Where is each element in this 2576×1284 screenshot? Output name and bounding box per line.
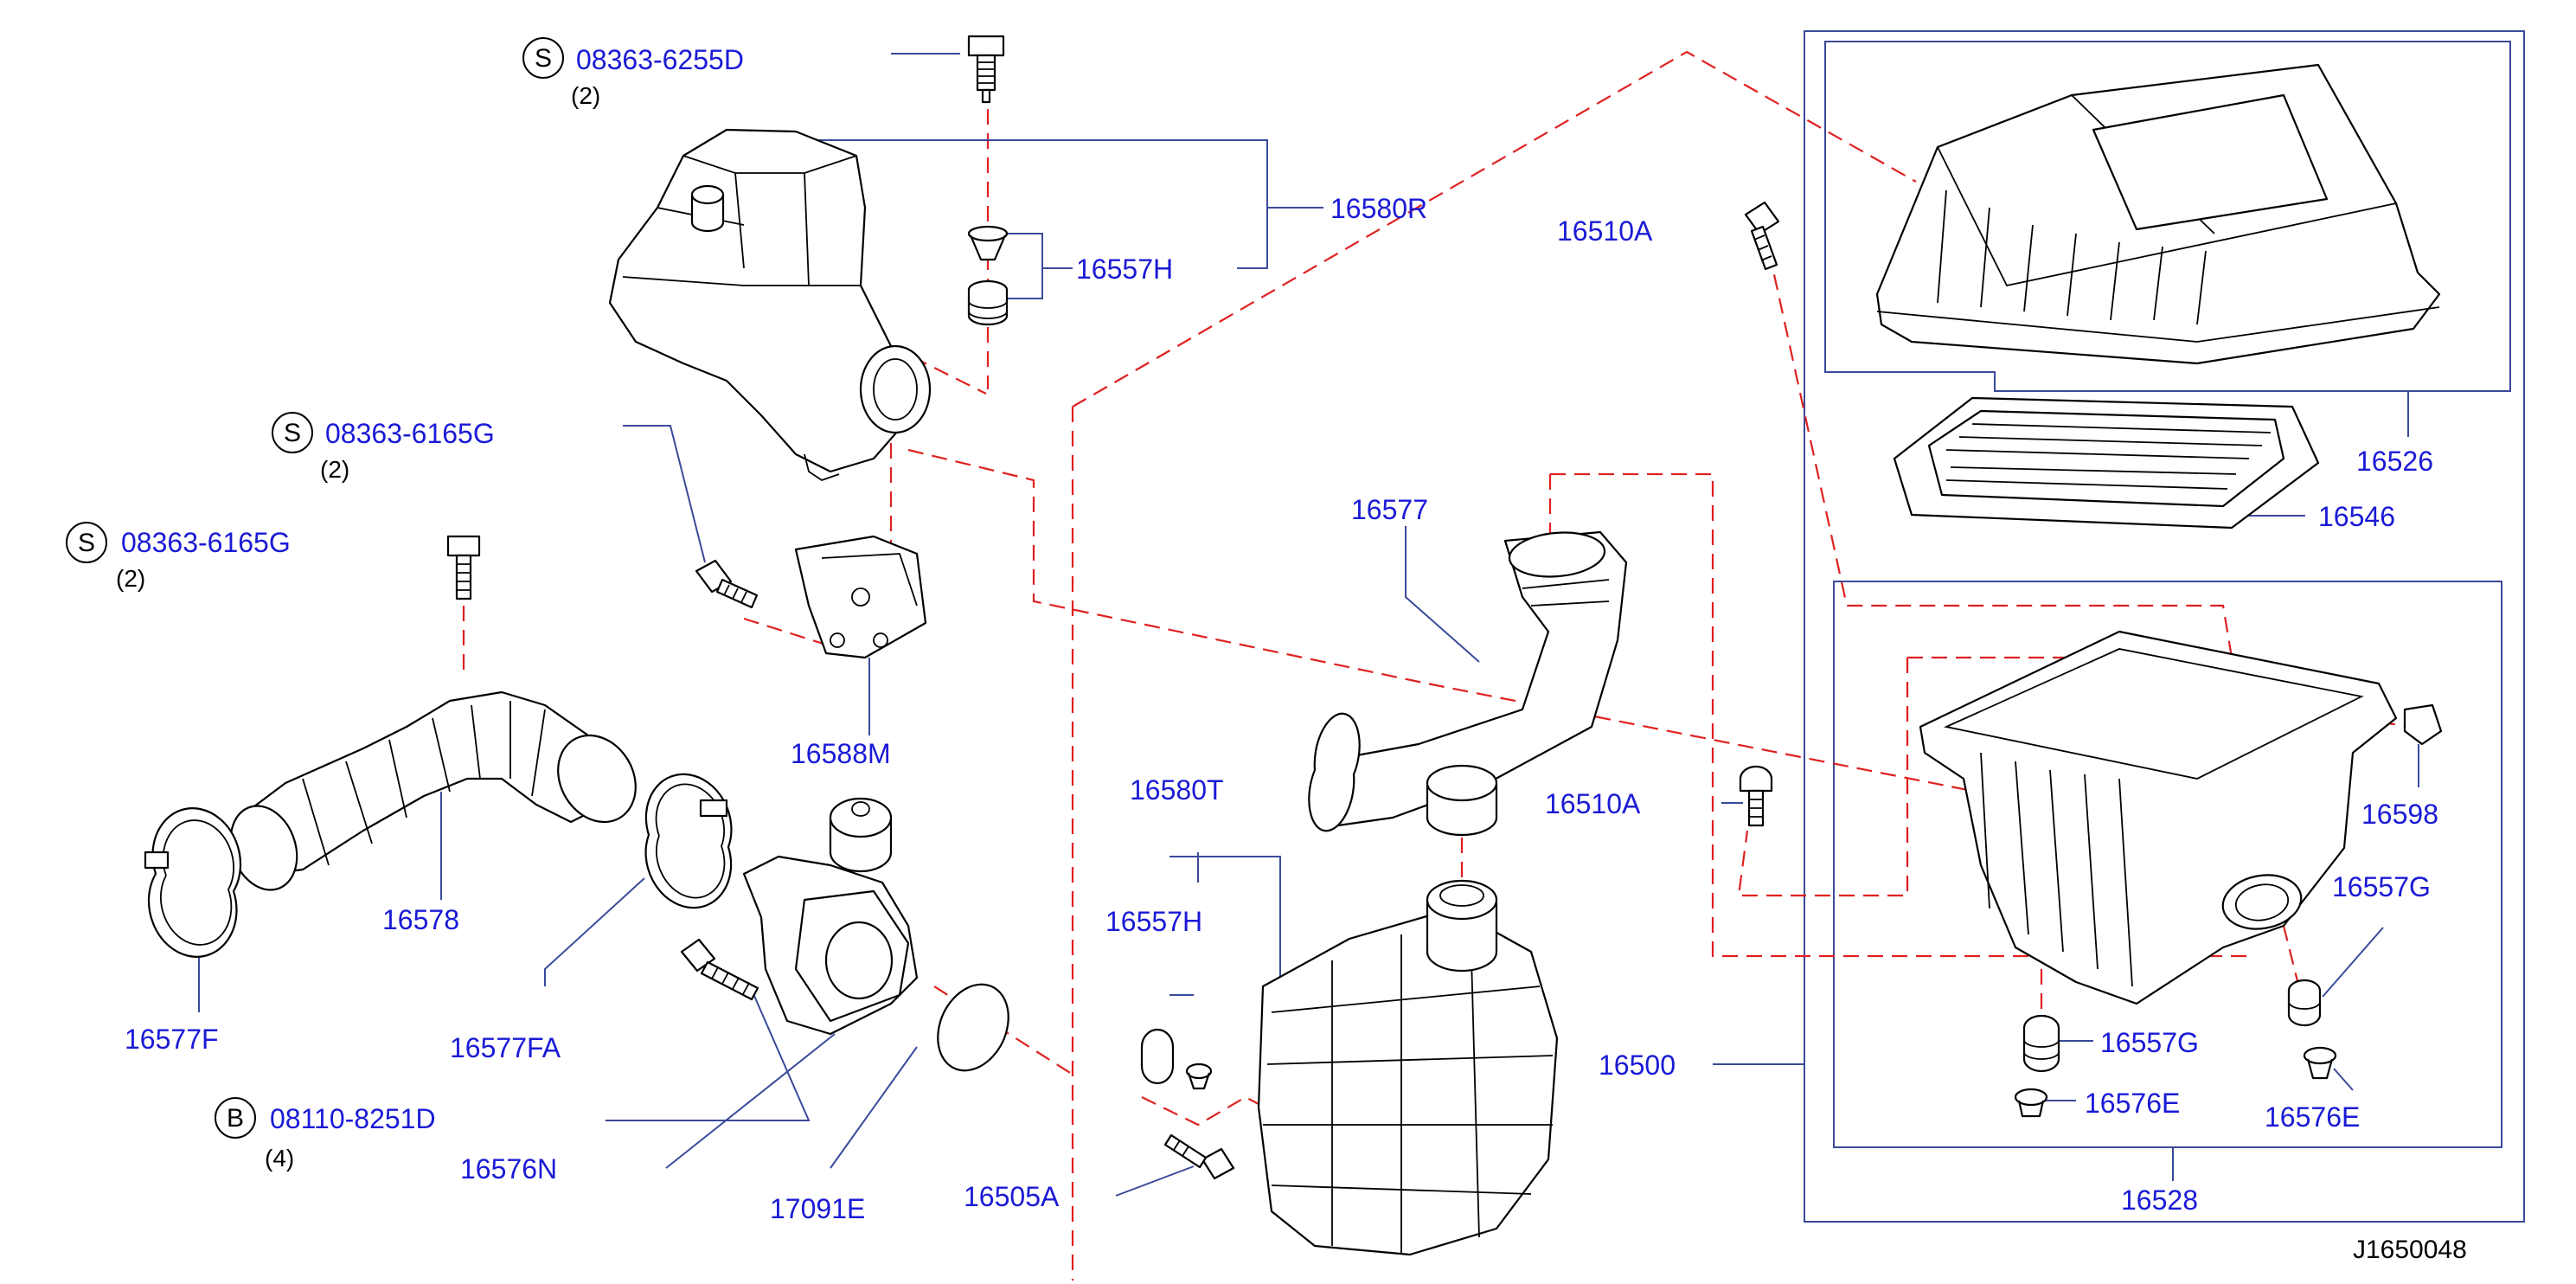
diagram-code: J1650048 bbox=[2353, 1236, 2467, 1264]
label-16576E-low[interactable]: 16576E bbox=[2085, 1088, 2180, 1119]
grommet-16576E-right-drawing bbox=[2303, 1046, 2337, 1080]
label-16577FA[interactable]: 16577FA bbox=[450, 1032, 561, 1063]
label-16588M[interactable]: 16588M bbox=[791, 738, 891, 769]
resonator-16580R-drawing bbox=[608, 128, 932, 481]
marker-s-08363-6255D: S bbox=[522, 37, 564, 79]
label-16576E-right[interactable]: 16576E bbox=[2265, 1101, 2360, 1133]
air-cleaner-cover-16526-drawing bbox=[1875, 63, 2441, 365]
label-16580R[interactable]: 16580R bbox=[1330, 193, 1427, 224]
assembly-frame-16526 bbox=[1824, 41, 2511, 392]
label-16598[interactable]: 16598 bbox=[2361, 799, 2438, 830]
resonator-16580T-drawing bbox=[1257, 879, 1559, 1256]
grommet-16557H-top-drawing bbox=[967, 225, 1009, 326]
grommet-16557G-right-drawing bbox=[2287, 979, 2322, 1027]
clamp-16577F-drawing bbox=[144, 807, 242, 958]
clip-16598-drawing bbox=[2403, 703, 2443, 746]
assembly-frame-16500 bbox=[1804, 30, 2525, 1223]
qty-08363-6165G-a: (2) bbox=[320, 456, 349, 483]
bolt-08110-8251D-drawing bbox=[680, 938, 759, 1001]
grommet-16557G-low-drawing bbox=[2022, 1014, 2060, 1073]
bolt-08363-6165G-a-drawing bbox=[695, 559, 759, 609]
label-16528[interactable]: 16528 bbox=[2121, 1184, 2198, 1216]
label-16500[interactable]: 16500 bbox=[1599, 1050, 1676, 1081]
qty-08110-8251D: (4) bbox=[265, 1145, 294, 1172]
intake-duct-16577-drawing bbox=[1308, 530, 1628, 837]
throttle-adapter-16576N-drawing bbox=[742, 797, 919, 1036]
clamp-16577FA-drawing bbox=[644, 773, 733, 909]
bracket-16588M-drawing bbox=[794, 535, 927, 659]
label-16576N[interactable]: 16576N bbox=[460, 1153, 557, 1184]
gasket-17091E-drawing bbox=[937, 983, 1009, 1072]
grommet-16576E-low-drawing bbox=[2014, 1088, 2048, 1118]
bolt-16510A-top-drawing bbox=[1744, 201, 1780, 271]
bolt-16505A-drawing bbox=[1163, 1133, 1235, 1180]
marker-s-letter: S bbox=[284, 419, 301, 447]
grommet-16557H-mid-drawing bbox=[1140, 1028, 1213, 1090]
air-cleaner-case-16528-drawing bbox=[1919, 630, 2398, 1005]
bolt-08363-6165G-b-drawing bbox=[446, 535, 481, 600]
label-16510A-mid[interactable]: 16510A bbox=[1545, 788, 1641, 819]
assembly-frames bbox=[1804, 30, 2525, 1223]
bolt-08363-6255D-drawing bbox=[967, 35, 1005, 104]
qty-08363-6165G-b: (2) bbox=[116, 565, 145, 592]
label-16546[interactable]: 16546 bbox=[2318, 501, 2395, 532]
part-labels: 08363-6255D (2) 08363-6165G (2) 08363-61… bbox=[116, 44, 2438, 1224]
label-16557G-right[interactable]: 16557G bbox=[2332, 871, 2431, 902]
label-16557H-mid[interactable]: 16557H bbox=[1105, 906, 1202, 937]
assembly-dashed-lines bbox=[462, 50, 2414, 1281]
bolt-16510A-mid-drawing bbox=[1739, 765, 1773, 827]
label-16505A[interactable]: 16505A bbox=[964, 1181, 1060, 1212]
marker-b-letter: B bbox=[227, 1104, 244, 1133]
label-08363-6255D[interactable]: 08363-6255D bbox=[576, 44, 744, 75]
marker-s-letter: S bbox=[78, 529, 95, 557]
intake-hose-16578-drawing bbox=[229, 690, 637, 891]
label-16557H-top[interactable]: 16557H bbox=[1076, 254, 1173, 285]
label-16580T[interactable]: 16580T bbox=[1130, 774, 1224, 806]
marker-s-08363-6165G-b: S bbox=[66, 522, 107, 563]
label-16577[interactable]: 16577 bbox=[1351, 494, 1428, 525]
label-08363-6165G-a[interactable]: 08363-6165G bbox=[325, 418, 495, 449]
label-17091E[interactable]: 17091E bbox=[770, 1193, 865, 1224]
marker-b-08110-8251D: B bbox=[215, 1097, 256, 1139]
marker-s-08363-6165G-a: S bbox=[272, 412, 313, 453]
label-08110-8251D[interactable]: 08110-8251D bbox=[270, 1103, 436, 1134]
label-16577F[interactable]: 16577F bbox=[125, 1024, 219, 1055]
marker-s-letter: S bbox=[535, 44, 552, 73]
label-16510A-top[interactable]: 16510A bbox=[1557, 215, 1653, 247]
label-16578[interactable]: 16578 bbox=[382, 904, 459, 935]
assembly-frame-16528 bbox=[1833, 581, 2502, 1148]
label-08363-6165G-b[interactable]: 08363-6165G bbox=[121, 527, 291, 558]
qty-08363-6255D: (2) bbox=[571, 82, 600, 109]
label-16526[interactable]: 16526 bbox=[2356, 446, 2433, 477]
label-16557G-low[interactable]: 16557G bbox=[2100, 1027, 2199, 1058]
filter-element-16546-drawing bbox=[1893, 396, 2320, 530]
